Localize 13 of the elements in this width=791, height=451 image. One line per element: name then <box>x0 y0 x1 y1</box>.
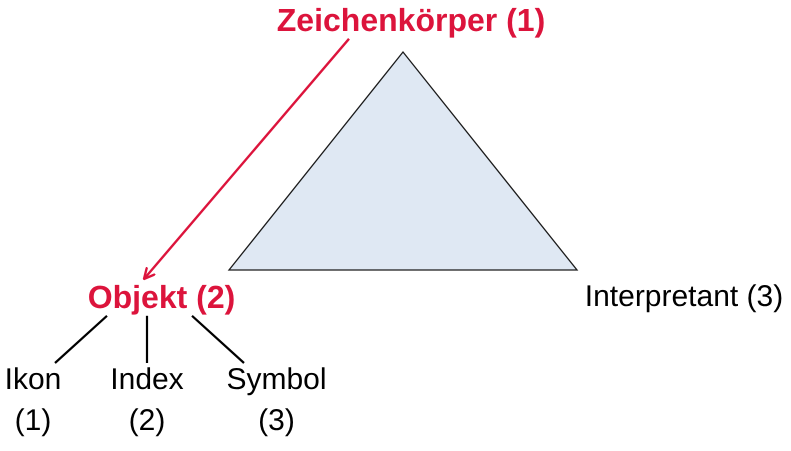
arrow <box>142 38 350 280</box>
connector-line <box>146 316 148 363</box>
number-label: (3) <box>258 404 295 438</box>
connector-line <box>54 314 108 364</box>
vertex-label: Interpretant (3) <box>584 280 784 314</box>
connector-line <box>191 314 245 364</box>
sign-type-label: Symbol <box>226 363 327 398</box>
number-label: (2) <box>128 404 166 438</box>
vertex-label: Zeichenkörper (1) <box>276 2 546 39</box>
vertex-label: Objekt (2) <box>88 279 236 316</box>
number-label: (1) <box>14 404 52 438</box>
sign-type-label: Index <box>110 363 184 398</box>
sign-type-label: Ikon <box>4 363 62 398</box>
